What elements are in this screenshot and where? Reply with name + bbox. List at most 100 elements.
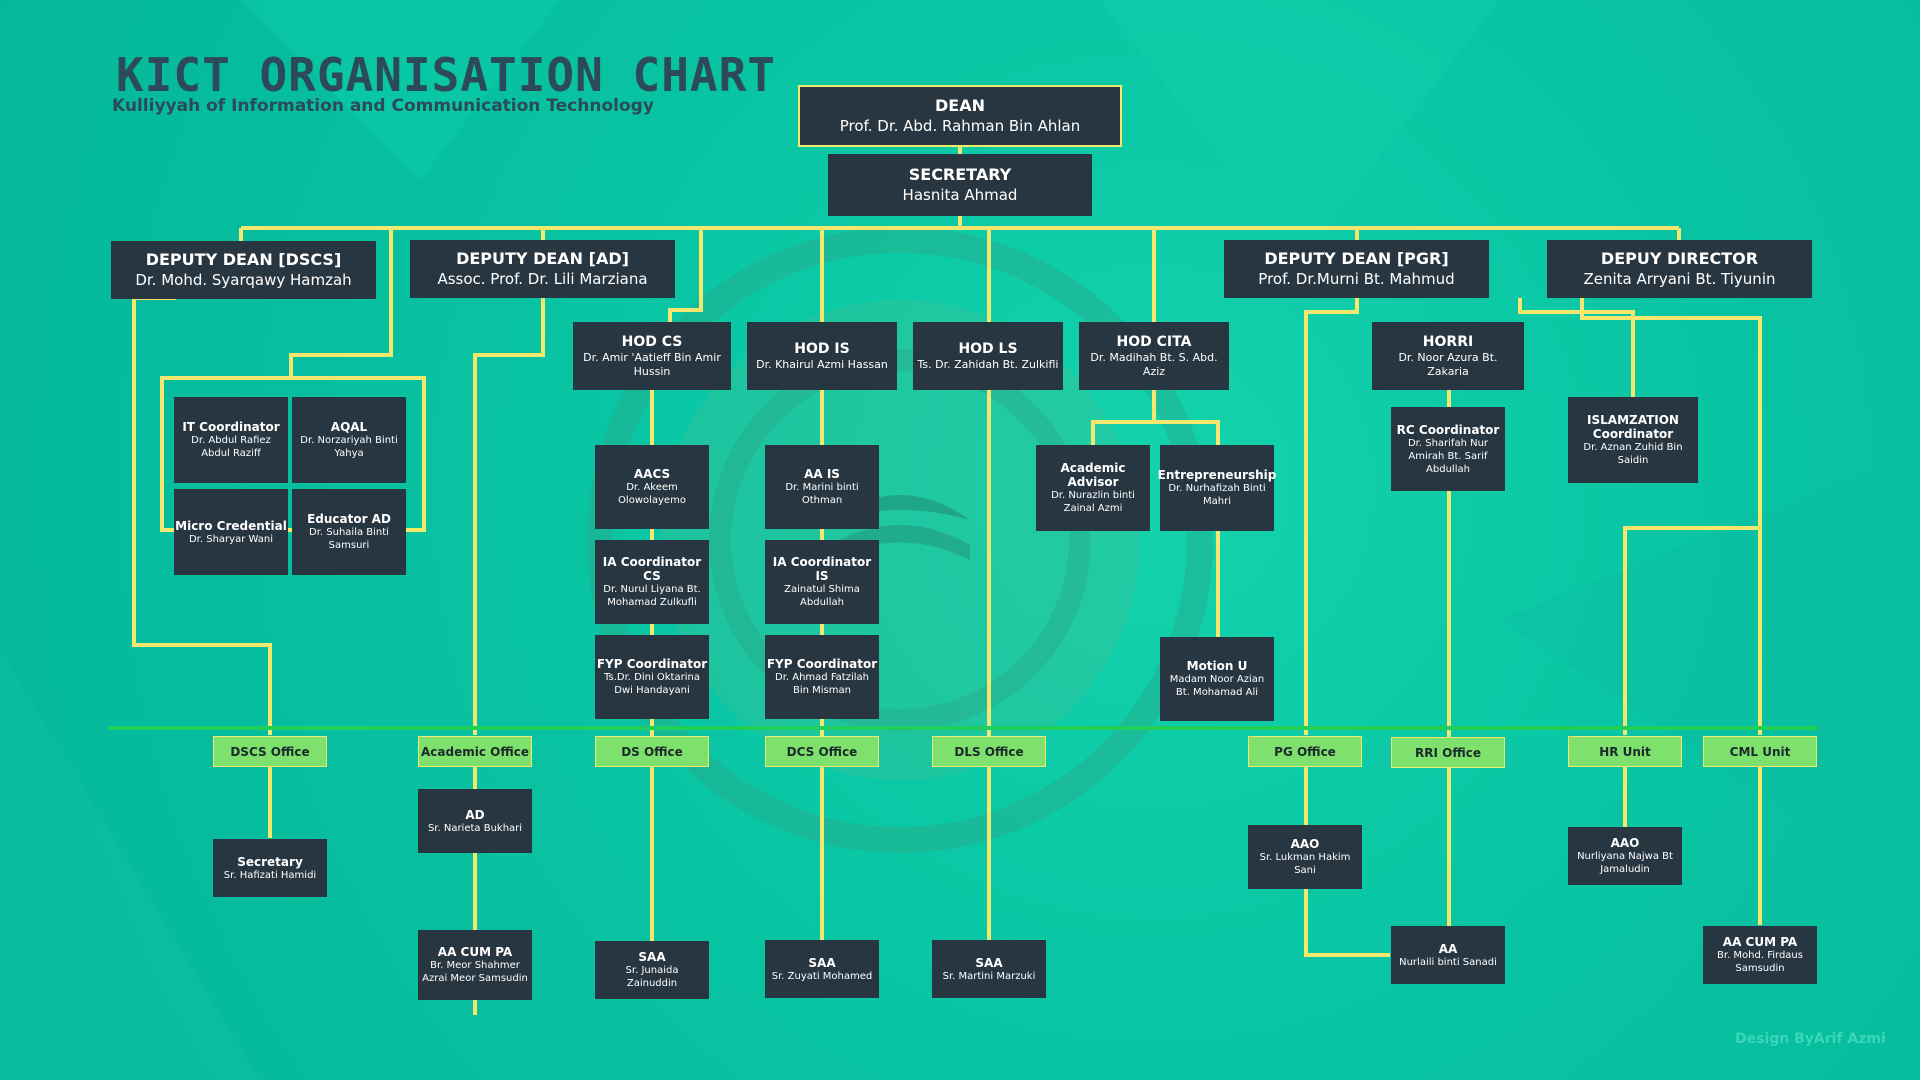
hod-cs-title: HOD CS xyxy=(621,333,683,350)
ad-staff-title: AD xyxy=(465,807,485,822)
aacs-box: AACS Dr. Akeem Olowolayemo xyxy=(595,445,709,529)
aao-1-box: AAO Sr. Lukman Hakim Sani xyxy=(1248,825,1362,889)
deputy-dean-dscs-name: Dr. Mohd. Syarqawy Hamzah xyxy=(135,271,352,289)
hr-unit: HR Unit xyxy=(1568,736,1682,767)
it-coordinator-box: IT Coordinator Dr. Abdul Rafiez Abdul Ra… xyxy=(174,397,288,483)
rc-coordinator-box: RC Coordinator Dr. Sharifah Nur Amirah B… xyxy=(1391,407,1505,491)
secretary-title: SECRETARY xyxy=(908,165,1012,184)
aacs-name: Dr. Akeem Olowolayemo xyxy=(618,482,686,506)
secretary-staff-name: Sr. Hafizati Hamidi xyxy=(223,869,317,881)
hod-ls-name: Ts. Dr. Zahidah Bt. Zulkifli xyxy=(917,357,1059,371)
deputy-director-title: DEPUY DIRECTOR xyxy=(1600,249,1759,268)
horri-name: Dr. Noor Azura Bt. Zakaria xyxy=(1398,350,1498,378)
fyp-coordinator-is-title: FYP Coordinator xyxy=(766,657,878,671)
design-credit: Design ByArif Azmi xyxy=(1735,1031,1886,1047)
deputy-dean-ad-name: Assoc. Prof. Dr. Lili Marziana xyxy=(437,270,648,288)
educator-ad-title: Educator AD xyxy=(307,512,391,526)
aa-staff-title: AA xyxy=(1438,941,1458,956)
dean-title: DEAN xyxy=(935,96,985,115)
deputy-dean-pgr-box: DEPUTY DEAN [PGR] Prof. Dr.Murni Bt. Mah… xyxy=(1224,240,1489,298)
entrepreneurship-title: Entrepreneurship xyxy=(1157,468,1277,482)
aa-cum-pa-1-title: AA CUM PA xyxy=(437,945,513,959)
horri-title: HORRI xyxy=(1422,333,1474,350)
saa-2-box: SAA Sr. Zuyati Mohamed xyxy=(765,940,879,998)
hod-ls-title: HOD LS xyxy=(958,340,1018,357)
aa-is-name: Dr. Marini binti Othman xyxy=(785,482,859,506)
entrepreneurship-box: Entrepreneurship Dr. Nurhafizah Binti Ma… xyxy=(1157,445,1277,531)
aacs-title: AACS xyxy=(633,467,671,481)
page-subtitle: Kulliyyah of Information and Communicati… xyxy=(112,96,654,116)
academic-advisor-box: Academic Advisor Dr. Nurazlin binti Zain… xyxy=(1036,445,1150,531)
ia-coordinator-is-name: Zainatul Shima Abdullah xyxy=(784,584,860,608)
islamization-coordinator-name: Dr. Aznan Zuhid Bin Saidin xyxy=(1583,442,1683,466)
aao-2-box: AAO Nurliyana Najwa Bt Jamaludin xyxy=(1568,827,1682,885)
saa-3-name: Sr. Martini Marzuki xyxy=(942,970,1036,982)
dean-name: Prof. Dr. Abd. Rahman Bin Ahlan xyxy=(839,117,1081,135)
aqal-title: AQAL xyxy=(330,420,368,434)
micro-credential-box: Micro Credential Dr. Sharyar Wani xyxy=(174,489,288,575)
motion-u-box: Motion U Madam Noor Azian Bt. Mohamad Al… xyxy=(1160,637,1274,721)
saa-1-name: Sr. Junaida Zainuddin xyxy=(625,965,679,989)
rc-coordinator-name: Dr. Sharifah Nur Amirah Bt. Sarif Abdull… xyxy=(1407,437,1489,475)
hod-cs-name: Dr. Amir 'Aatieff Bin Amir Hussin xyxy=(583,350,721,378)
aa-cum-pa-2-box: AA CUM PA Br. Mohd. Firdaus Samsudin xyxy=(1703,926,1817,984)
islamization-coordinator-title: ISLAMZATION Coordinator xyxy=(1587,413,1679,441)
micro-credential-title: Micro Credential xyxy=(175,518,287,533)
motion-u-title: Motion U xyxy=(1186,659,1248,673)
fyp-coordinator-is-name: Dr. Ahmad Fatzilah Bin Misman xyxy=(775,672,869,696)
aa-is-box: AA IS Dr. Marini binti Othman xyxy=(765,445,879,529)
aa-cum-pa-2-name: Br. Mohd. Firdaus Samsudin xyxy=(1717,950,1803,974)
deputy-dean-ad-title: DEPUTY DEAN [AD] xyxy=(456,249,629,268)
micro-credential-name: Dr. Sharyar Wani xyxy=(188,533,273,545)
secretary-staff-title: Secretary xyxy=(237,854,303,869)
aqal-name: Dr. Norzariyah Binti Yahya xyxy=(300,435,398,459)
rc-coordinator-title: RC Coordinator xyxy=(1396,422,1500,437)
pg-office: PG Office xyxy=(1248,736,1362,767)
ad-staff-box: AD Sr. Narieta Bukhari xyxy=(418,789,532,853)
aao-2-name: Nurliyana Najwa Bt Jamaludin xyxy=(1577,851,1673,875)
ia-coordinator-cs-name: Dr. Nurul Liyana Bt. Mohamad Zulkufli xyxy=(603,584,701,608)
deputy-director-name: Zenita Arryani Bt. Tiyunin xyxy=(1583,270,1776,288)
fyp-coordinator-is-box: FYP Coordinator Dr. Ahmad Fatzilah Bin M… xyxy=(765,635,879,719)
saa-3-title: SAA xyxy=(975,955,1003,970)
academic-office: Academic Office xyxy=(418,736,532,767)
secretary-name: Hasnita Ahmad xyxy=(902,186,1018,204)
ia-coordinator-cs-title: IA Coordinator CS xyxy=(602,555,702,583)
hod-ls-box: HOD LS Ts. Dr. Zahidah Bt. Zulkifli xyxy=(913,322,1063,390)
academic-advisor-title: Academic Advisor xyxy=(1060,461,1126,489)
entrepreneurship-name: Dr. Nurhafizah Binti Mahri xyxy=(1168,483,1266,507)
aa-is-title: AA IS xyxy=(804,467,840,481)
dean-box: DEAN Prof. Dr. Abd. Rahman Bin Ahlan xyxy=(798,85,1122,147)
dscs-office: DSCS Office xyxy=(213,736,327,767)
dls-office: DLS Office xyxy=(932,736,1046,767)
aa-staff-box: AA Nurlaili binti Sanadi xyxy=(1391,926,1505,984)
motion-u-name: Madam Noor Azian Bt. Mohamad Ali xyxy=(1169,674,1265,698)
hod-is-name: Dr. Khairul Azmi Hassan xyxy=(756,357,888,371)
aao-1-title: AAO xyxy=(1290,837,1320,851)
academic-advisor-name: Dr. Nurazlin binti Zainal Azmi xyxy=(1051,490,1135,514)
saa-3-box: SAA Sr. Martini Marzuki xyxy=(932,940,1046,998)
saa-2-name: Sr. Zuyati Mohamed xyxy=(771,970,873,982)
educator-ad-box: Educator AD Dr. Suhaila Binti Samsuri xyxy=(292,489,406,575)
fyp-coordinator-cs-name: Ts.Dr. Dini Oktarina Dwi Handayani xyxy=(604,672,700,696)
cml-unit: CML Unit xyxy=(1703,736,1817,767)
deputy-director-box: DEPUY DIRECTOR Zenita Arryani Bt. Tiyuni… xyxy=(1547,240,1812,298)
page-title: KICT ORGANISATION CHART xyxy=(116,48,776,102)
it-coordinator-name: Dr. Abdul Rafiez Abdul Raziff xyxy=(191,435,271,459)
aa-cum-pa-1-name: Br. Meor Shahmer Azrai Meor Samsudin xyxy=(422,960,528,984)
hod-cita-name: Dr. Madihah Bt. S. Abd. Aziz xyxy=(1090,350,1218,378)
saa-1-title: SAA xyxy=(638,950,666,964)
aao-2-title: AAO xyxy=(1610,836,1640,850)
ds-office: DS Office xyxy=(595,736,709,767)
deputy-dean-pgr-name: Prof. Dr.Murni Bt. Mahmud xyxy=(1258,270,1455,288)
deputy-dean-dscs-title: DEPUTY DEAN [DSCS] xyxy=(145,250,342,269)
aao-1-name: Sr. Lukman Hakim Sani xyxy=(1259,852,1351,876)
aa-cum-pa-2-title: AA CUM PA xyxy=(1722,935,1798,949)
deputy-dean-dscs-box: DEPUTY DEAN [DSCS] Dr. Mohd. Syarqawy Ha… xyxy=(111,241,376,299)
fyp-coordinator-cs-title: FYP Coordinator xyxy=(596,657,708,671)
hod-cs-box: HOD CS Dr. Amir 'Aatieff Bin Amir Hussin xyxy=(573,322,731,390)
deputy-dean-ad-box: DEPUTY DEAN [AD] Assoc. Prof. Dr. Lili M… xyxy=(410,240,675,298)
horri-box: HORRI Dr. Noor Azura Bt. Zakaria xyxy=(1372,322,1524,390)
rri-office: RRI Office xyxy=(1391,737,1505,768)
